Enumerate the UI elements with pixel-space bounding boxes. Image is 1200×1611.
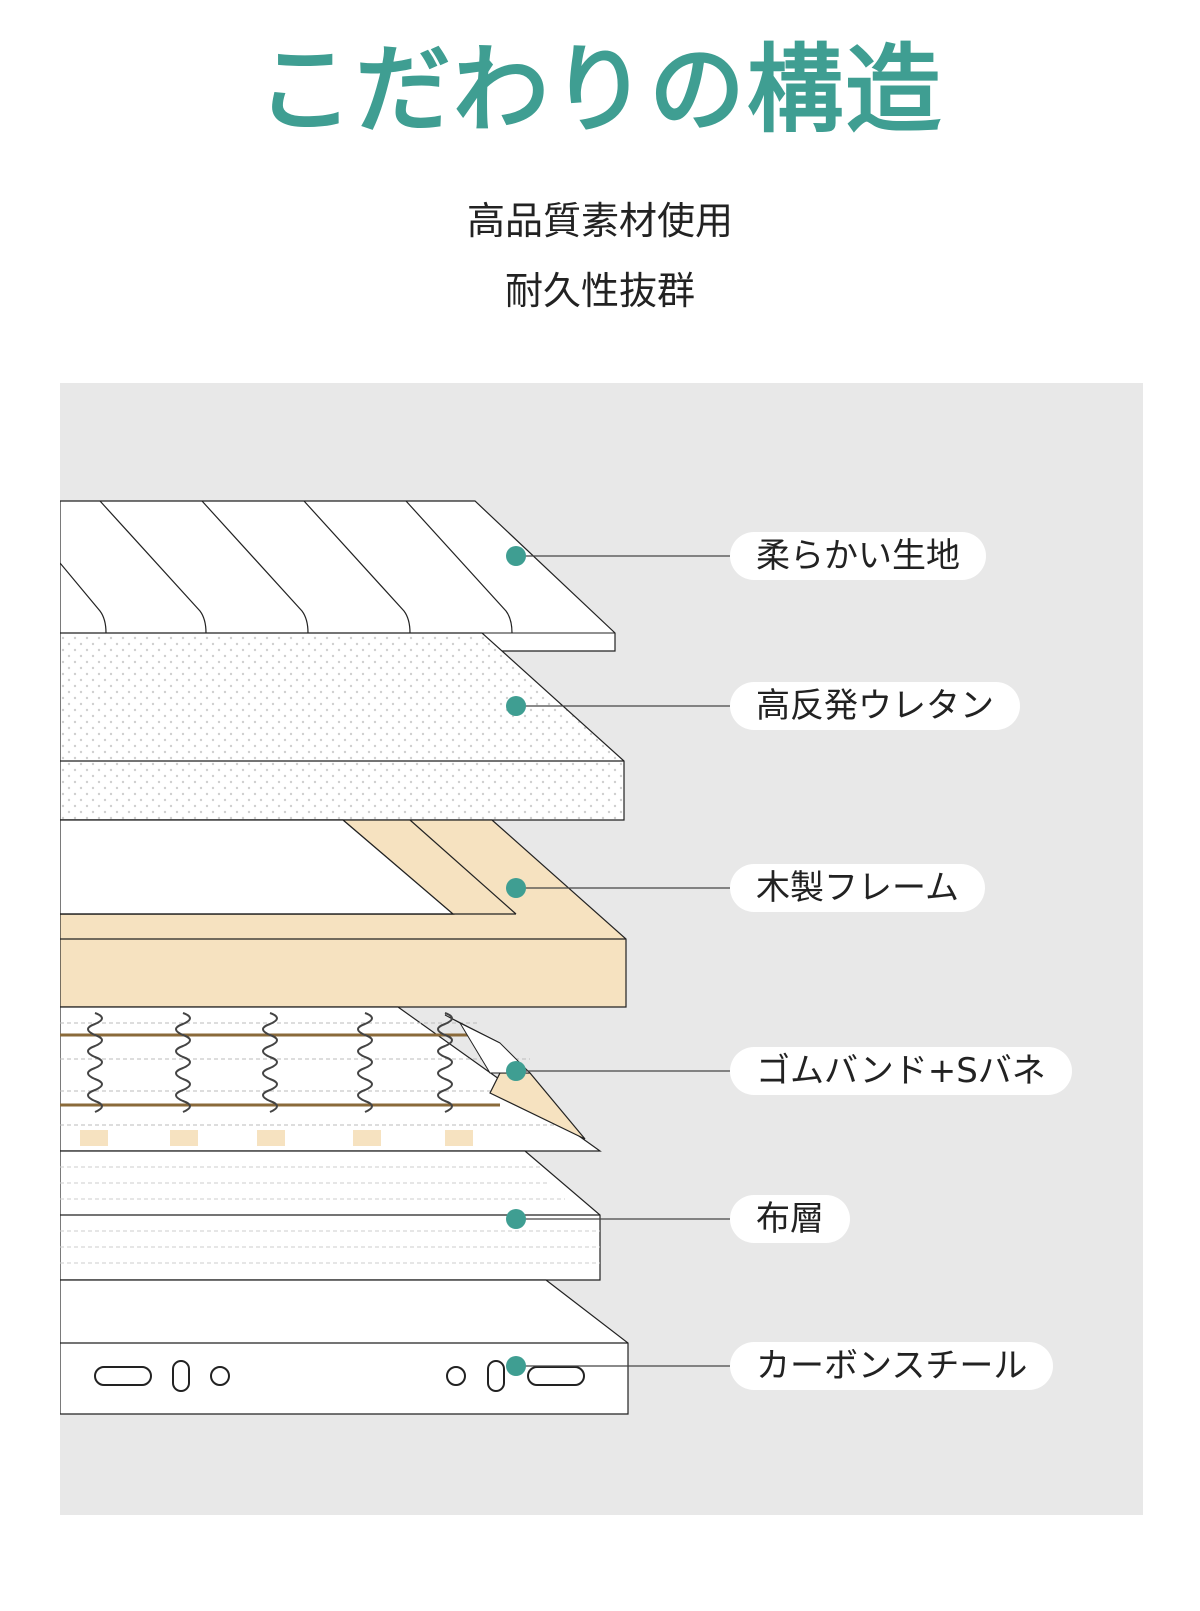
layer-soft-fabric [60,500,616,652]
structure-diagram: 柔らかい生地 高反発ウレタン 木製フレーム ゴムバンド+Sバネ 布層 カーボンス… [60,383,1143,1515]
layer-urethane [60,632,625,821]
leader-lines [506,546,730,1376]
marker-dot [506,546,526,566]
label-carbon-steel: カーボンスチール [730,1342,1054,1390]
label-cloth: 布層 [730,1195,850,1243]
subtitle-line-2: 耐久性抜群 [504,269,695,313]
marker-dot [506,878,526,898]
layer-carbon-steel [60,1279,629,1415]
layer-wood-frame [60,819,627,1008]
label-springs: ゴムバンド+Sバネ [730,1047,1072,1095]
marker-dot [506,696,526,716]
subtitle-line-1: 高品質素材使用 [466,199,733,243]
marker-dot [506,1356,526,1376]
marker-dot [506,1061,526,1081]
label-urethane: 高反発ウレタン [730,682,1020,730]
label-wood-frame: 木製フレーム [730,864,985,912]
marker-dot [506,1209,526,1229]
page-title: こだわりの構造 [257,34,943,146]
label-soft-fabric: 柔らかい生地 [730,532,986,580]
layer-springs [60,1006,602,1152]
layer-cloth [60,1150,601,1281]
exploded-layer-illustration [60,500,730,1415]
